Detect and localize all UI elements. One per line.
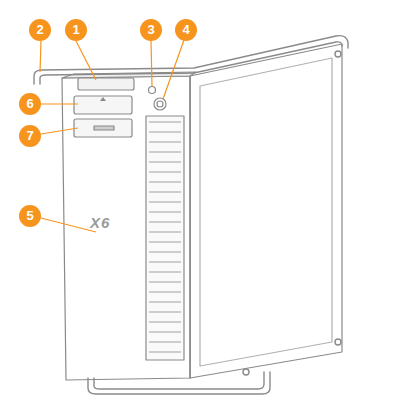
vent-slat bbox=[149, 282, 181, 283]
top-handle bbox=[34, 36, 348, 84]
callout-number: 2 bbox=[29, 19, 51, 41]
leader-line bbox=[41, 128, 78, 134]
vent-slat bbox=[149, 242, 181, 243]
vent-slat bbox=[149, 212, 181, 213]
vent-slat bbox=[149, 132, 181, 133]
eject-symbol bbox=[100, 97, 106, 101]
leader-line bbox=[40, 41, 41, 72]
vent-slat bbox=[149, 332, 181, 333]
slot bbox=[94, 126, 114, 130]
top-panel bbox=[78, 78, 134, 90]
power-button-ring bbox=[157, 101, 163, 107]
vent-slat bbox=[149, 142, 181, 143]
vent-slat bbox=[149, 232, 181, 233]
corner-edge bbox=[189, 76, 190, 378]
vent-slat bbox=[149, 342, 181, 343]
vent-slat bbox=[149, 222, 181, 223]
side-panel-inset bbox=[200, 58, 332, 366]
callout-number: 6 bbox=[19, 93, 41, 115]
leader-line bbox=[41, 103, 78, 104]
brand-logo: X6 bbox=[90, 214, 110, 231]
leader-line bbox=[41, 218, 96, 232]
vent-slat bbox=[149, 352, 181, 353]
leader-line bbox=[151, 41, 152, 86]
vent-slat bbox=[149, 192, 181, 193]
screw bbox=[335, 51, 341, 57]
drive-bay bbox=[74, 96, 132, 114]
vent-slat bbox=[149, 322, 181, 323]
power-button bbox=[154, 98, 166, 110]
top-handle-inner bbox=[40, 42, 342, 84]
bottom-handle bbox=[88, 372, 270, 394]
vent-slat bbox=[149, 312, 181, 313]
screw bbox=[335, 339, 341, 345]
vent-slat bbox=[149, 262, 181, 263]
drive-bay bbox=[74, 119, 132, 137]
callout-number: 4 bbox=[175, 19, 197, 41]
callout-number: 5 bbox=[19, 205, 41, 227]
vent-slat bbox=[149, 162, 181, 163]
vent-strip bbox=[146, 116, 184, 360]
side-panel bbox=[190, 44, 342, 378]
callout-number: 3 bbox=[140, 19, 162, 41]
callout-number: 1 bbox=[65, 19, 87, 41]
vent-slat bbox=[149, 252, 181, 253]
vent-slat bbox=[149, 152, 181, 153]
callout-number: 7 bbox=[19, 125, 41, 147]
leader-line bbox=[76, 41, 96, 80]
vent-slat bbox=[149, 172, 181, 173]
leader-line bbox=[163, 40, 184, 99]
foot bbox=[243, 369, 249, 375]
vent-slat bbox=[149, 302, 181, 303]
vent-slat bbox=[149, 292, 181, 293]
vent-slat bbox=[149, 122, 181, 123]
button bbox=[149, 87, 156, 94]
vent-slat bbox=[149, 182, 181, 183]
vent-slat bbox=[149, 272, 181, 273]
bottom-handle-inner bbox=[94, 372, 264, 389]
vent-slat bbox=[149, 202, 181, 203]
